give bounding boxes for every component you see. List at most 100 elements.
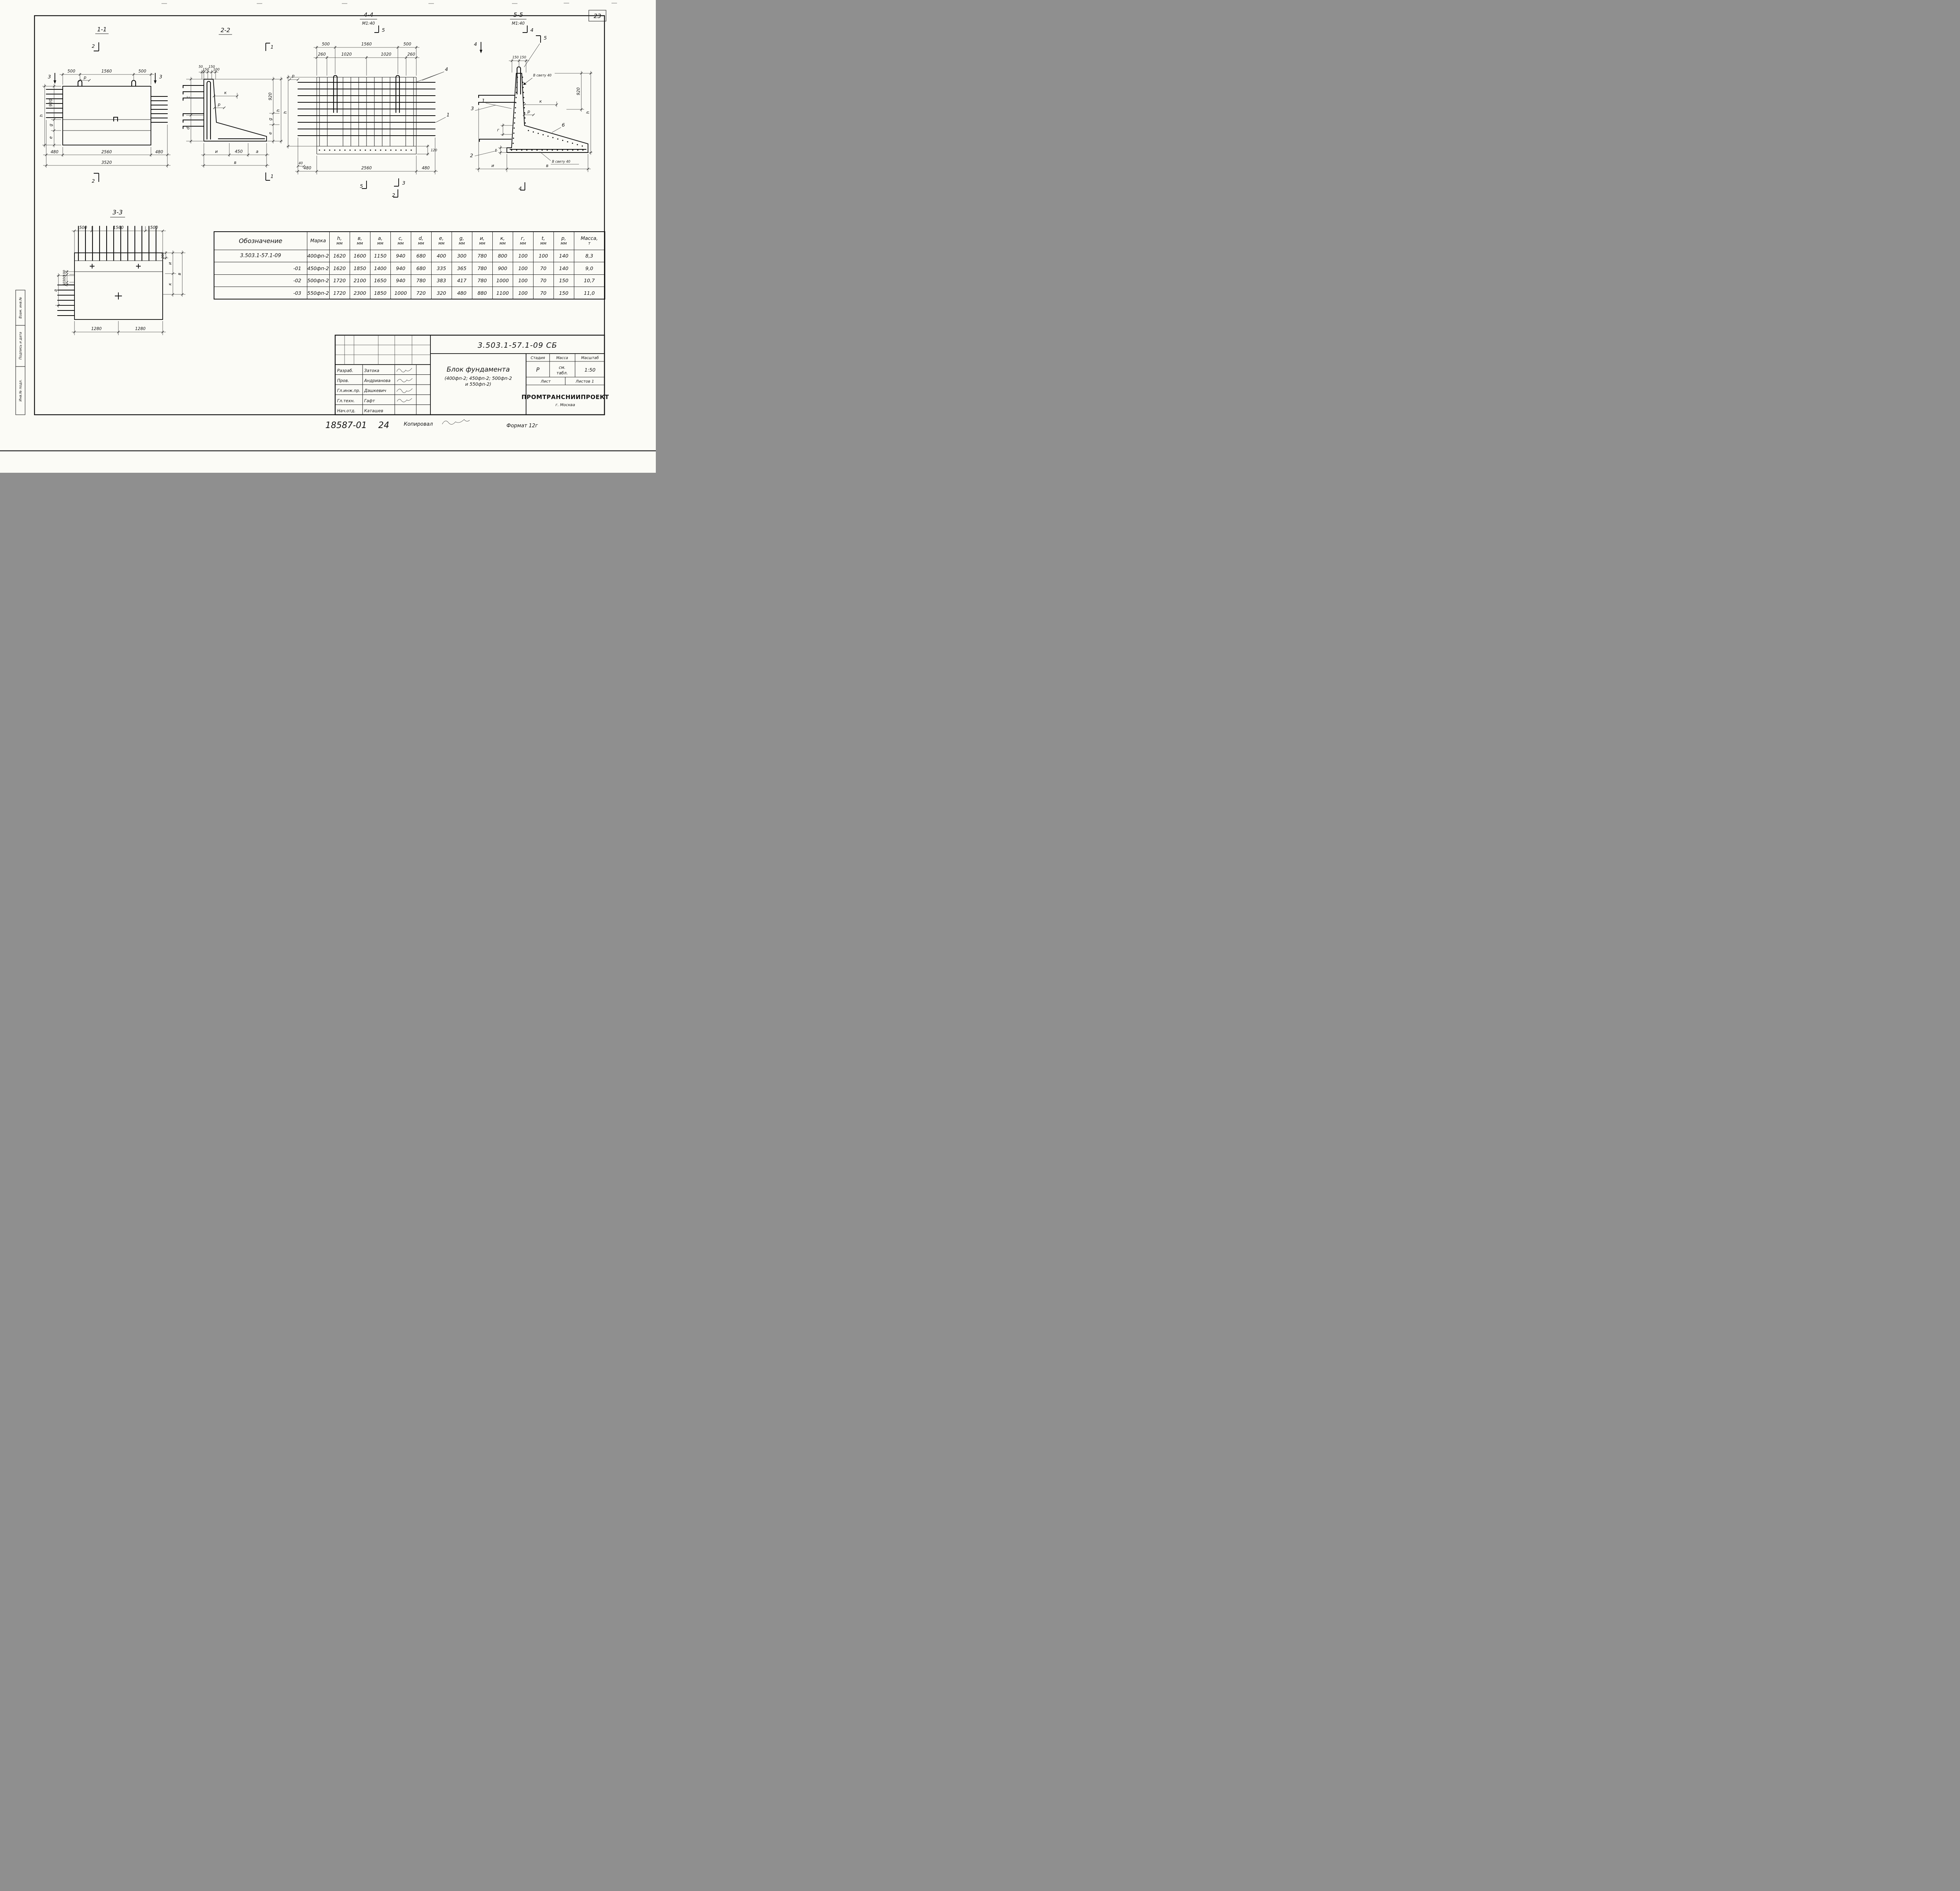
marker-3: 3 bbox=[159, 74, 162, 80]
marker-1: 1 bbox=[270, 173, 274, 179]
cell-mass: 8,3 bbox=[573, 249, 605, 262]
dim-label: 480 bbox=[155, 150, 163, 154]
dim-label: h bbox=[276, 109, 281, 112]
cell-value: 940 bbox=[390, 249, 411, 262]
position-label-1: 1 bbox=[436, 112, 450, 123]
cell-mass: 11,0 bbox=[573, 287, 605, 299]
sig-name: Затока bbox=[364, 368, 379, 373]
dim-label: 150 bbox=[209, 65, 215, 69]
sheet-frame: Взам. инв.№ Подпись и дата Инв.№ подл. 2… bbox=[0, 3, 656, 452]
cell-value: 1400 bbox=[370, 262, 391, 275]
cut-marker-3-left: 3 bbox=[48, 73, 56, 84]
cell-value: 720 bbox=[410, 287, 432, 299]
sig-role: Разраб. bbox=[337, 368, 353, 373]
marker-5: 5 bbox=[382, 27, 385, 33]
dim-label: 1280 bbox=[135, 327, 146, 331]
cell-value: 2100 bbox=[349, 274, 370, 287]
cut-marker-2-bottom: 2 bbox=[92, 173, 99, 184]
dim-label: 150 bbox=[203, 68, 209, 72]
side-label-inv: Инв.№ подл. bbox=[19, 379, 23, 401]
cell-value: 900 bbox=[492, 262, 513, 275]
col-d: d,мм bbox=[410, 231, 432, 250]
clearance-top: В свету 40 bbox=[523, 74, 552, 85]
table-header-row: Обозначение Марка h,мм в,мм а,мм с,мм d,… bbox=[214, 231, 605, 250]
cell-value: 335 bbox=[431, 262, 452, 275]
dim-120: 120 bbox=[417, 145, 437, 156]
position-1: 1 bbox=[446, 112, 450, 118]
cell-value: 100 bbox=[512, 249, 534, 262]
cell-mark: 400фп-2 bbox=[307, 249, 330, 262]
order-number: 18587-01 bbox=[325, 421, 367, 430]
section-4-4-title: 4-4 bbox=[364, 11, 374, 18]
marker-3: 3 bbox=[402, 180, 405, 186]
section-scale: М1:40 bbox=[512, 21, 525, 26]
position-1: 1 bbox=[482, 98, 485, 103]
dim-z: г bbox=[497, 123, 513, 136]
hairpin-bars bbox=[333, 75, 400, 113]
section-scale: М1:40 bbox=[362, 21, 375, 26]
cell-value: 70 bbox=[533, 262, 554, 275]
col-h: h,мм bbox=[329, 231, 350, 250]
cell-value: 800 bbox=[492, 249, 513, 262]
cell-value: 70 bbox=[533, 287, 554, 299]
dim-t: t bbox=[495, 145, 507, 155]
dim-label: 500 bbox=[138, 69, 146, 74]
marker-4: 4 bbox=[530, 27, 534, 33]
dim-label: 1560 bbox=[113, 225, 124, 230]
cell-value: 140 bbox=[553, 262, 574, 275]
page-number: 23 bbox=[593, 13, 601, 20]
cell-mark: 550фп-2 bbox=[307, 287, 330, 299]
side-label-podpis: Подпись и дата bbox=[19, 332, 23, 359]
dim-label: 2560 bbox=[102, 150, 112, 154]
dim-label: и bbox=[492, 163, 494, 168]
dim-label: 480 bbox=[51, 150, 58, 154]
position-3: 3 bbox=[471, 105, 474, 111]
dim-label: к bbox=[224, 91, 227, 95]
cell-value: 417 bbox=[451, 274, 472, 287]
page-number-box: 23 bbox=[588, 10, 606, 22]
dim-left: 920 g e h bbox=[39, 84, 61, 147]
sig-role: Гл.инж.пр. bbox=[337, 388, 360, 393]
cell-value: 480 bbox=[451, 287, 472, 299]
cell-designation: -01 bbox=[214, 262, 307, 275]
sig-name: Каташев bbox=[364, 408, 383, 413]
dim-label: g bbox=[268, 118, 273, 120]
dim-p: р bbox=[288, 74, 299, 81]
dim-top: 50 150 150 100 bbox=[199, 65, 220, 79]
organization-name: ПРОМТРАНСНИИПРОЕКТ bbox=[521, 394, 609, 401]
position-6: 6 bbox=[562, 122, 565, 128]
handwritten-signatures bbox=[396, 368, 413, 402]
rebar-left bbox=[57, 284, 75, 316]
position-2: 2 bbox=[470, 152, 473, 158]
dim-label: h bbox=[586, 111, 590, 114]
cell-mass: 9,0 bbox=[573, 262, 605, 275]
cell-value: 400 bbox=[431, 249, 452, 262]
sheets-label: Листов 1 bbox=[575, 379, 594, 384]
section-5-5: 5-5 М1:40 4 4 5 bbox=[470, 11, 592, 191]
side-label-vzam: Взам. инв.№ bbox=[19, 297, 23, 318]
sig-name: Дашкевич bbox=[364, 388, 386, 393]
dim-label: в bbox=[546, 163, 548, 168]
dim-bottom: 1280 1280 bbox=[72, 321, 166, 335]
sig-role: Нач.отд. bbox=[337, 408, 356, 413]
dim-right: 920 g e h bbox=[214, 77, 283, 143]
dim-label: h bbox=[283, 111, 288, 114]
col-a: а,мм bbox=[370, 231, 391, 250]
section-3-3-title: 3-3 bbox=[113, 209, 123, 216]
cut-marker-4-title: 4 bbox=[523, 25, 534, 33]
section-1-1-title: 1-1 bbox=[97, 26, 107, 33]
clearance-bottom: В свету 40 bbox=[539, 151, 579, 165]
top-loops bbox=[77, 80, 136, 87]
plan-outline bbox=[74, 252, 163, 320]
comb-bars bbox=[78, 225, 157, 261]
dim-label: в bbox=[234, 160, 236, 165]
wall-rebar bbox=[206, 81, 265, 140]
col-i: и,мм bbox=[472, 231, 493, 250]
marker-1: 1 bbox=[270, 44, 274, 50]
dim-label: 300 bbox=[63, 276, 67, 282]
dim-label: 920 bbox=[49, 99, 53, 107]
dim-bottom: 480 2560 480 bbox=[295, 138, 438, 174]
cell-value: 300 bbox=[451, 249, 472, 262]
